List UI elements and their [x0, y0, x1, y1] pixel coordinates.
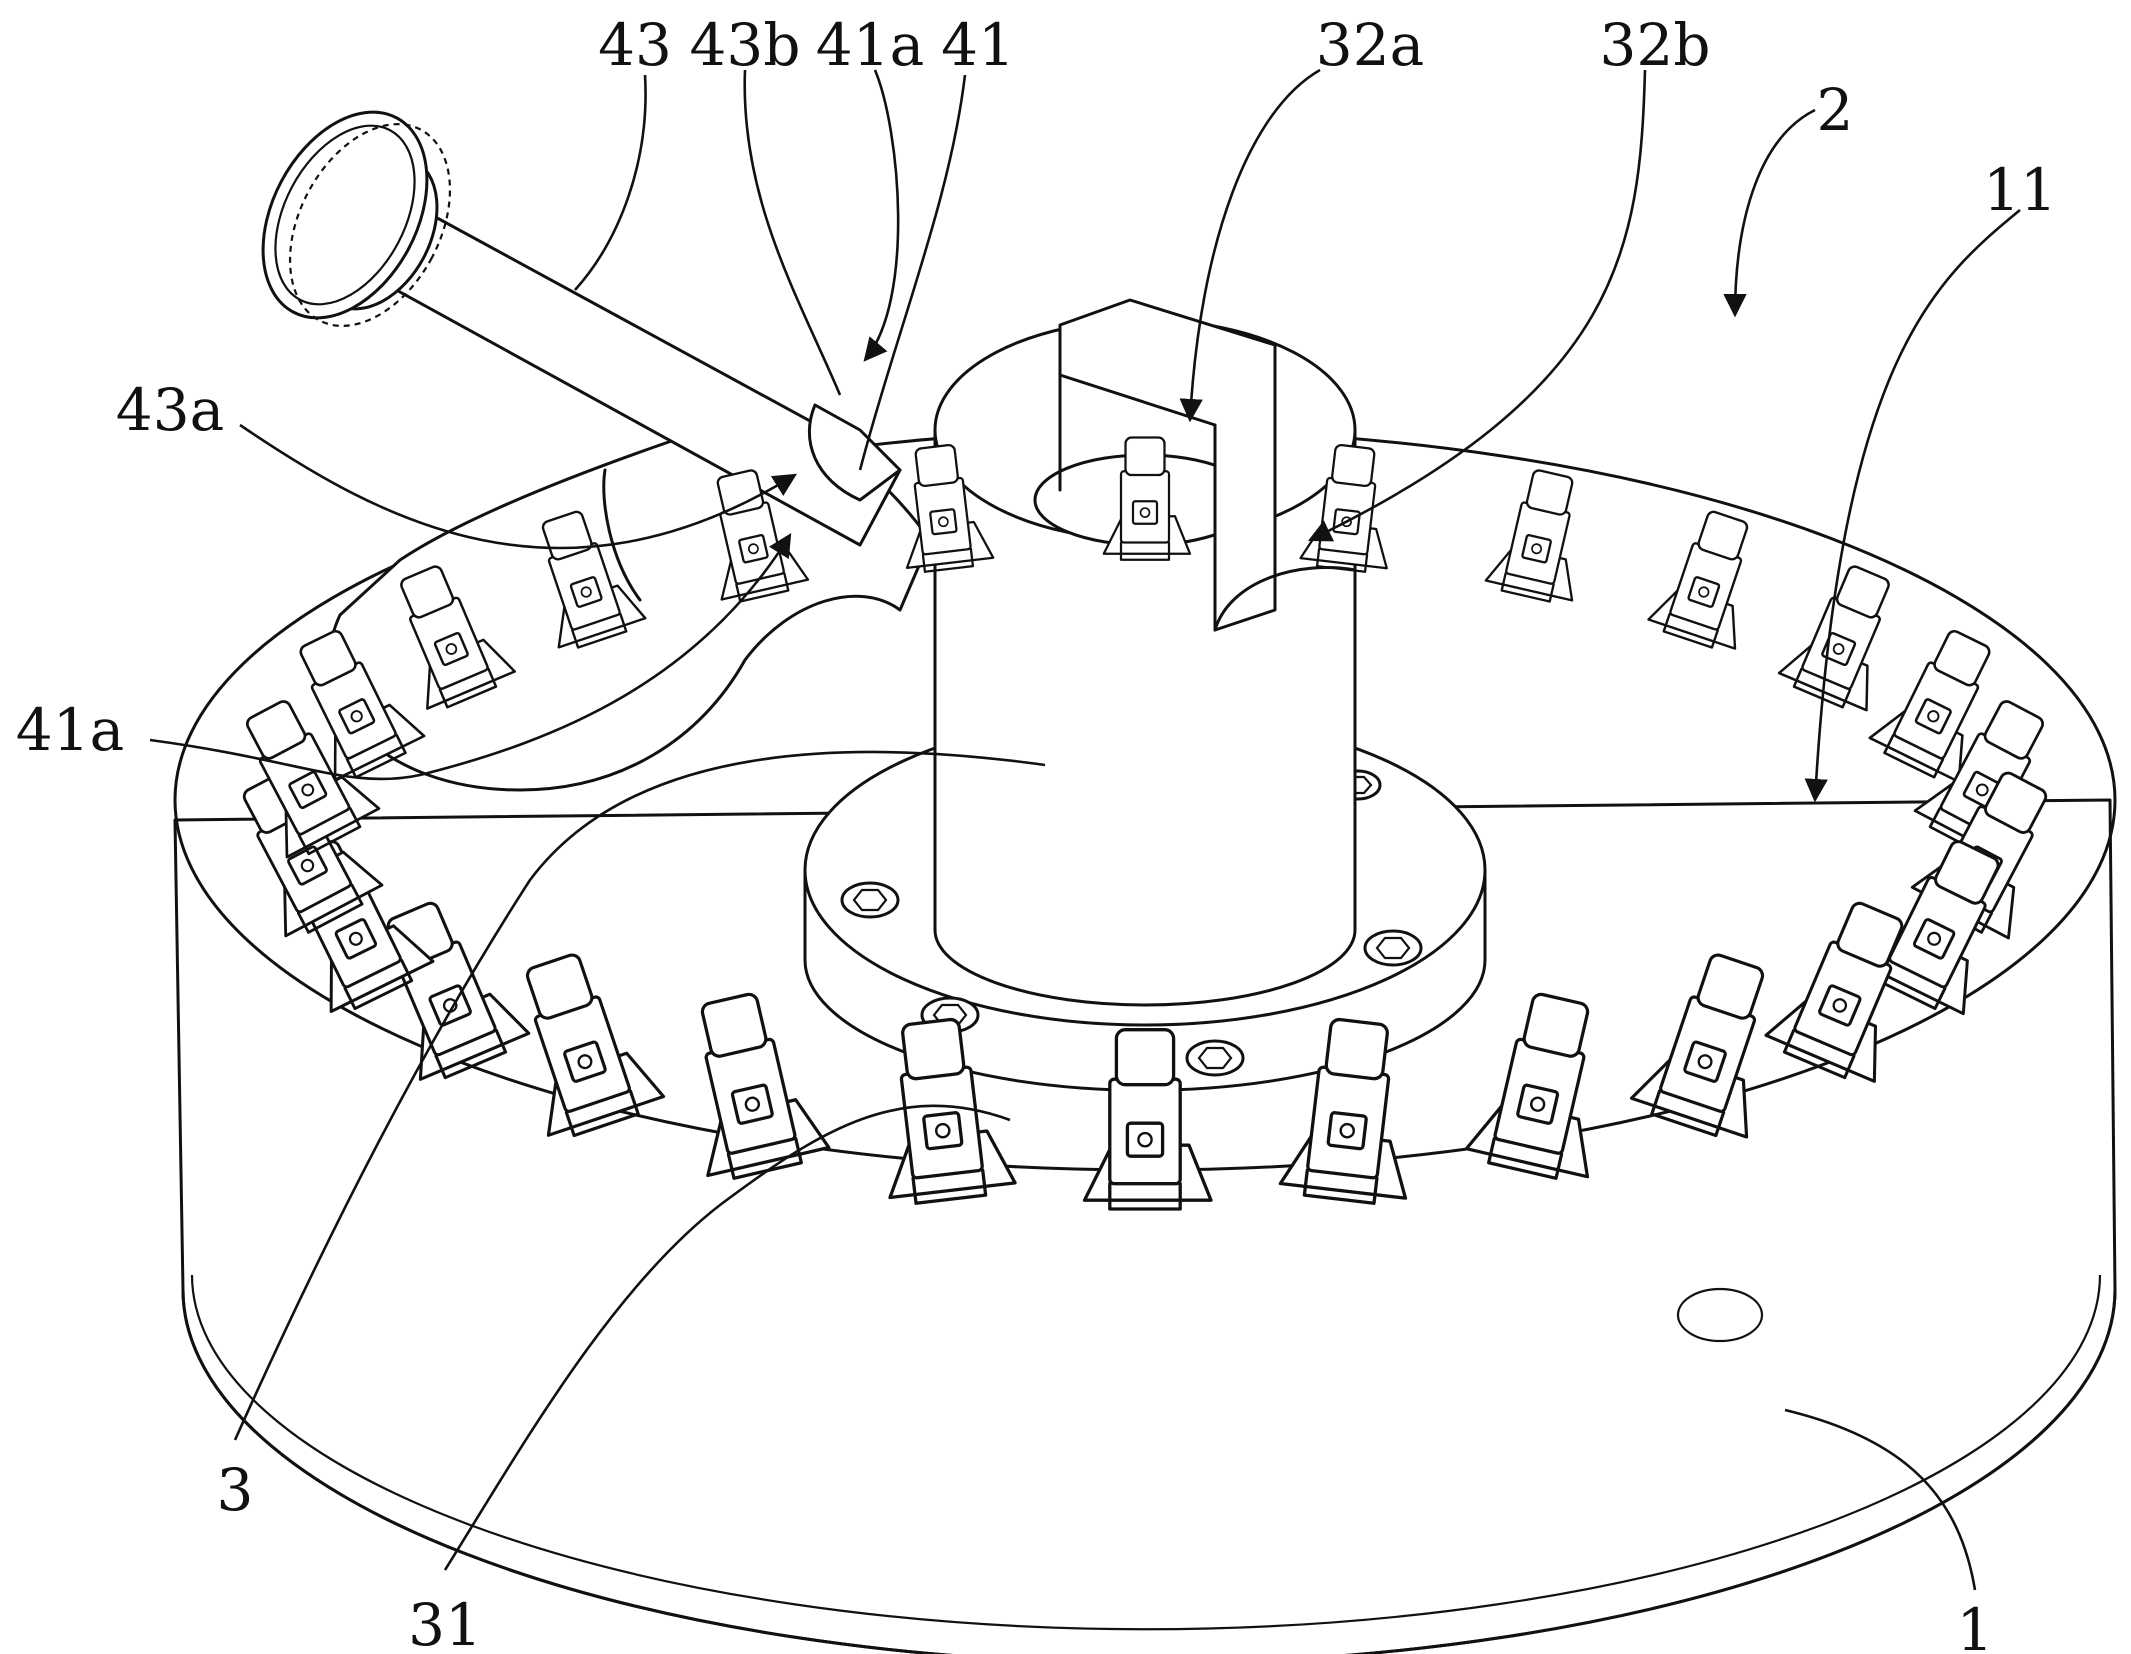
clip-unit — [242, 771, 384, 938]
label-43: 43 — [598, 11, 672, 79]
clip-unit — [525, 953, 666, 1138]
label-41: 41 — [941, 11, 1015, 79]
clip-unit — [888, 1017, 1017, 1205]
central-column — [933, 298, 1357, 1007]
clip-unit — [1777, 565, 1890, 712]
clip-unit — [700, 992, 831, 1180]
clip-assemblies — [242, 436, 2048, 1211]
base-plate — [173, 428, 2117, 1654]
clip-unit — [1082, 1028, 1213, 1211]
clip-unit — [1278, 1017, 1408, 1205]
clip-unit — [1647, 510, 1749, 650]
reference-labels: 43 43b 41a 41 32a 32b 2 11 43a 41a 3 31 … — [16, 11, 2057, 1654]
label-31: 31 — [408, 1591, 482, 1654]
clip-unit — [541, 510, 647, 649]
label-41a-left: 41a — [16, 696, 124, 764]
clip-unit — [1629, 953, 1765, 1139]
clip-unit — [905, 444, 995, 573]
clip-unit — [246, 700, 381, 859]
label-32a: 32a — [1316, 11, 1424, 79]
clip-unit — [299, 629, 426, 782]
clip-unit — [400, 565, 516, 710]
gear-shaft — [261, 110, 902, 547]
label-32b: 32b — [1600, 11, 1711, 79]
clip-unit — [1764, 901, 1904, 1083]
label-11: 11 — [1983, 156, 2057, 224]
label-43a: 43a — [116, 376, 224, 444]
label-3: 3 — [217, 1456, 254, 1524]
gear — [261, 110, 452, 327]
hole-right — [1676, 1287, 1764, 1343]
label-43b: 43b — [690, 11, 801, 79]
clip-unit — [1102, 436, 1192, 561]
column-slot — [1058, 298, 1277, 632]
clip-unit — [1484, 469, 1574, 603]
leader-lines — [149, 68, 2021, 1591]
clip-unit — [1464, 992, 1590, 1180]
clip-unit — [1868, 629, 1991, 784]
label-1: 1 — [1957, 1596, 1994, 1654]
label-2: 2 — [1817, 76, 1854, 144]
label-41a-top: 41a — [816, 11, 924, 79]
